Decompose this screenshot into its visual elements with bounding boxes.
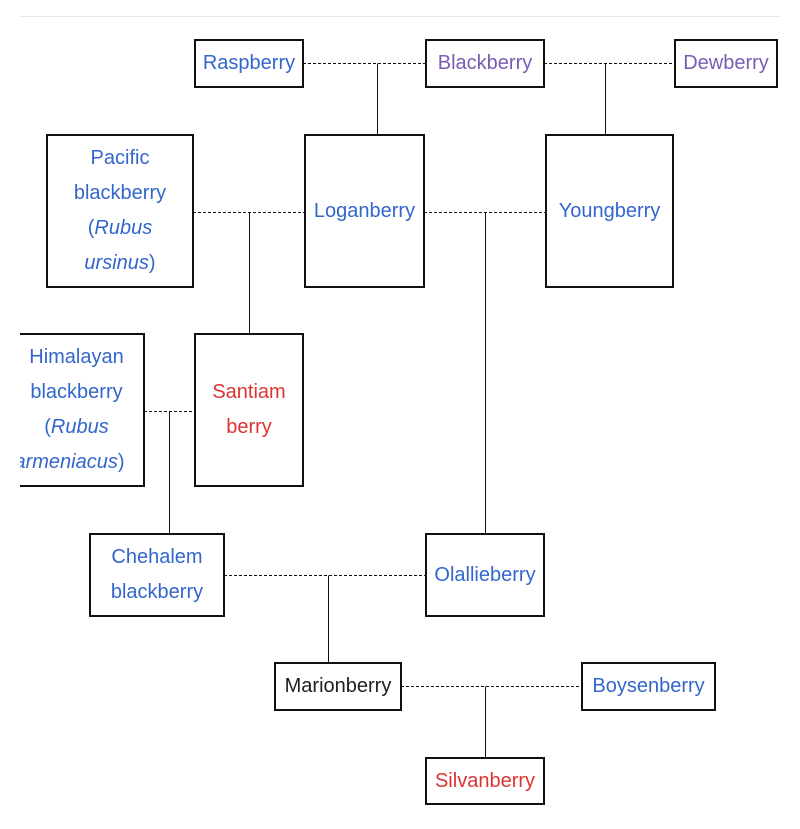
scientific-name-line2: armeniacus) (20, 451, 125, 473)
node-youngberry[interactable]: Youngberry (545, 134, 674, 288)
node-himalayan-blackberry[interactable]: Himalayan blackberry (Rubus armeniacus) (20, 333, 145, 487)
node-pacific-blackberry[interactable]: Pacific blackberry (Rubus ursinus) (46, 134, 194, 288)
node-dewberry[interactable]: Dewberry (674, 39, 778, 88)
scientific-name-line1: (Rubus (87, 217, 153, 239)
node-label[interactable]: Silvanberry (434, 769, 536, 792)
node-label: Marionberry (284, 675, 392, 697)
node-santiam-berry[interactable]: Santiam berry (194, 333, 304, 487)
node-label[interactable]: Olallieberry (434, 563, 536, 586)
node-label[interactable]: Loganberry (313, 199, 416, 222)
node-silvanberry[interactable]: Silvanberry (425, 757, 545, 805)
scientific-name-line2: ursinus) (84, 252, 156, 274)
node-label-line1[interactable]: Himalayan (29, 346, 124, 368)
node-label-line2[interactable]: blackberry (73, 182, 167, 204)
scientific-name-line1: (Rubus (44, 416, 109, 438)
node-marionberry: Marionberry (274, 662, 402, 711)
node-label[interactable]: Boysenberry (592, 675, 705, 697)
node-label-line2[interactable]: blackberry (110, 581, 204, 603)
node-label-line1[interactable]: Pacific (90, 147, 150, 169)
node-loganberry[interactable]: Loganberry (304, 134, 425, 288)
top-divider (20, 16, 780, 17)
node-blackberry[interactable]: Blackberry (425, 39, 545, 88)
node-label[interactable]: Youngberry (558, 199, 661, 222)
node-label-line1[interactable]: Chehalem (111, 546, 203, 568)
node-label-line1[interactable]: Santiam (212, 381, 286, 403)
node-label[interactable]: Raspberry (202, 52, 296, 74)
node-boysenberry[interactable]: Boysenberry (581, 662, 716, 711)
node-label-line2[interactable]: berry (226, 416, 272, 438)
node-raspberry[interactable]: Raspberry (194, 39, 304, 88)
node-label[interactable]: Blackberry (437, 52, 533, 74)
node-label[interactable]: Dewberry (683, 52, 769, 74)
node-chehalem-blackberry[interactable]: Chehalem blackberry (89, 533, 225, 617)
node-label-line2[interactable]: blackberry (30, 381, 123, 403)
node-olallieberry[interactable]: Olallieberry (425, 533, 545, 617)
